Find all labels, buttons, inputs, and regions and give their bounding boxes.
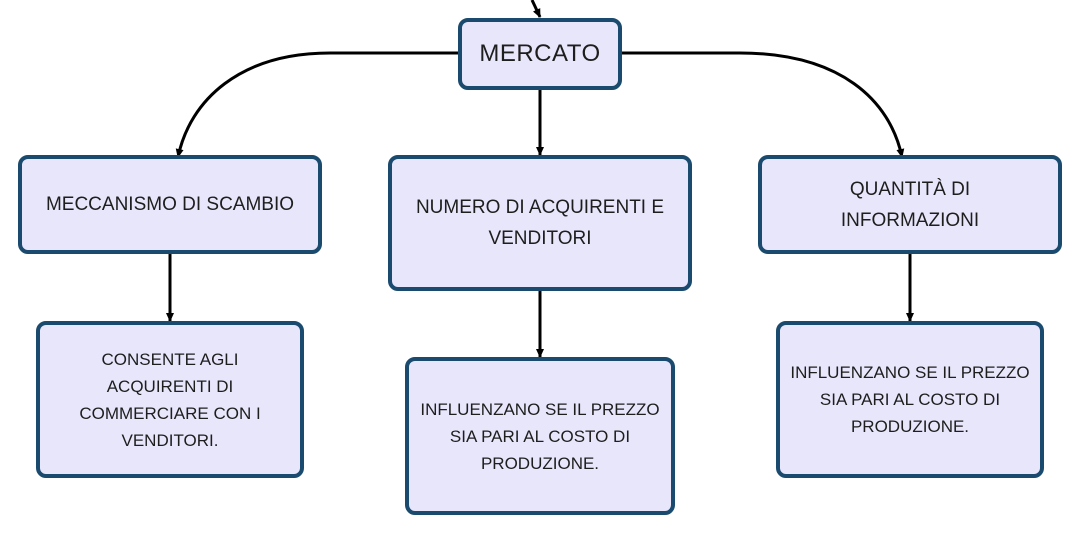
root-node-label: MERCATO xyxy=(479,40,601,67)
branch-node-2: NUMERO DI ACQUIRENTI E VENDITORI xyxy=(388,155,692,291)
detail-node-2-label: INFLUENZANO SE IL PREZZO SIA PARI AL COS… xyxy=(420,399,660,473)
incoming-connector xyxy=(530,0,542,18)
detail-node-1: CONSENTE AGLI ACQUIRENTI DI COMMERCIARE … xyxy=(36,321,304,478)
detail-node-3-label: INFLUENZANO SE IL PREZZO SIA PARI AL COS… xyxy=(790,363,1030,436)
branch-node-1: MECCANISMO DI SCAMBIO xyxy=(18,155,322,254)
detail-node-3: INFLUENZANO SE IL PREZZO SIA PARI AL COS… xyxy=(776,321,1044,478)
detail-node-1-label: CONSENTE AGLI ACQUIRENTI DI COMMERCIARE … xyxy=(79,349,261,450)
connector-root-to-branch-1 xyxy=(175,51,460,158)
branch-node-1-label: MECCANISMO DI SCAMBIO xyxy=(45,194,295,215)
branch-node-2-label: NUMERO DI ACQUIRENTI E VENDITORI xyxy=(415,197,665,249)
detail-node-2: INFLUENZANO SE IL PREZZO SIA PARI AL COS… xyxy=(405,357,675,515)
root-node: MERCATO xyxy=(458,18,622,90)
connector-root-to-branch-3 xyxy=(620,51,905,158)
branch-node-3: QUANTITÀ DI INFORMAZIONI xyxy=(758,155,1062,254)
branch-node-3-label: QUANTITÀ DI INFORMAZIONI xyxy=(840,178,980,231)
